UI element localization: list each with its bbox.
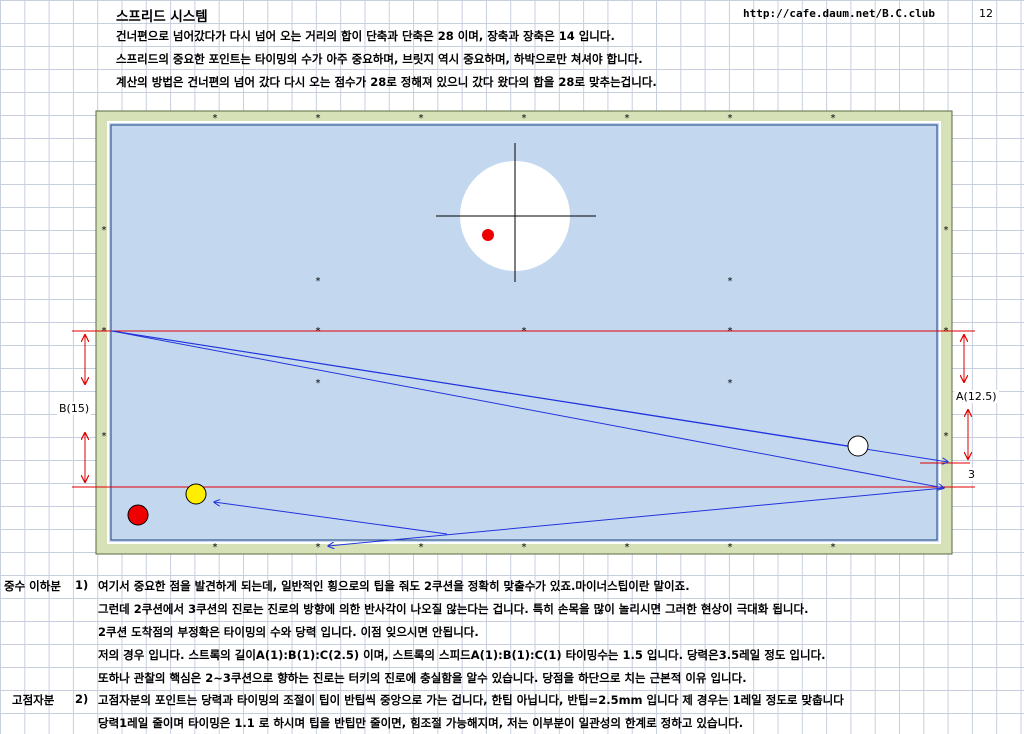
white-ball: [847, 435, 869, 457]
svg-text:*: *: [419, 113, 424, 124]
svg-text:*: *: [522, 113, 527, 124]
note-1-line-4: 저의 경우 입니다. 스트록의 길이A(1):B(1):C(2.5) 이며, 스…: [98, 648, 826, 662]
svg-text:*: *: [522, 542, 527, 553]
header-url: http://cafe.daum.net/B.C.club: [743, 7, 936, 20]
label-b: B(15): [57, 402, 92, 415]
intro-line-3: 계산의 방법은 건너편의 넘어 갔다 다시 오는 점수가 28로 정해져 있으니…: [116, 75, 657, 89]
note-2-number: 2): [75, 692, 89, 706]
ball-path: [111, 330, 948, 546]
billiard-table-diagram: *** *** * *** *** * *** *** ** *** **: [72, 110, 975, 555]
page-number: 12: [979, 7, 993, 20]
svg-text:*: *: [213, 542, 218, 553]
svg-text:*: *: [102, 431, 107, 442]
svg-text:*: *: [419, 542, 424, 553]
svg-text:*: *: [316, 276, 321, 287]
note-1-line-3: 2쿠션 도착점의 부정확은 타이밍의 수와 당력 입니다. 이점 잊으시면 안됩…: [98, 625, 479, 639]
note-1-label: 중수 이하분: [4, 579, 61, 593]
svg-text:*: *: [728, 542, 733, 553]
svg-text:*: *: [102, 225, 107, 236]
svg-text:*: *: [944, 431, 949, 442]
svg-text:*: *: [625, 542, 630, 553]
intro-line-2: 스프리드의 중요한 포인트는 타이밍의 수가 아주 중요하며, 브릿지 역시 중…: [116, 52, 643, 66]
note-1-line-5: 또하나 관찰의 핵심은 2~3쿠션으로 향하는 진로는 터키의 진로에 충실함을…: [98, 671, 747, 685]
svg-text:*: *: [625, 113, 630, 124]
note-2-line-2: 당력1레일 줄이며 타이밍은 1.1 로 하시며 팁을 반팁만 줄이면, 힘조절…: [98, 716, 744, 730]
note-2-line-1: 고점자분의 포인트는 당력과 타이밍의 조절이 팁이 반팁씩 중앙으로 가는 겁…: [98, 693, 844, 707]
note-2-label: 고점자분: [12, 693, 55, 707]
svg-text:*: *: [831, 113, 836, 124]
svg-text:*: *: [316, 378, 321, 389]
label-c: 3: [966, 468, 977, 481]
svg-text:*: *: [831, 542, 836, 553]
note-1-line-2: 그런데 2쿠션에서 3쿠션의 진로는 진로의 방향에 의한 반사각이 나오질 않…: [98, 602, 809, 616]
svg-text:*: *: [728, 113, 733, 124]
svg-text:*: *: [728, 276, 733, 287]
red-ball: [127, 504, 149, 526]
svg-text:*: *: [213, 113, 218, 124]
label-a: A(12.5): [954, 390, 999, 403]
svg-text:*: *: [316, 113, 321, 124]
intro-line-1: 건너편으로 넘어갔다가 다시 넘어 오는 거리의 합이 단축과 단축은 28 이…: [116, 29, 615, 43]
yellow-ball: [185, 483, 207, 505]
aim-target: [436, 143, 596, 282]
svg-text:*: *: [728, 378, 733, 389]
note-1-line-1: 여기서 중요한 점을 발견하게 되는데, 일반적인 횡으로의 팁을 줘도 2쿠션…: [98, 579, 690, 593]
note-1-number: 1): [75, 578, 89, 592]
svg-text:*: *: [944, 225, 949, 236]
svg-text:*: *: [316, 542, 321, 553]
page-title: 스프리드 시스템: [116, 9, 208, 25]
